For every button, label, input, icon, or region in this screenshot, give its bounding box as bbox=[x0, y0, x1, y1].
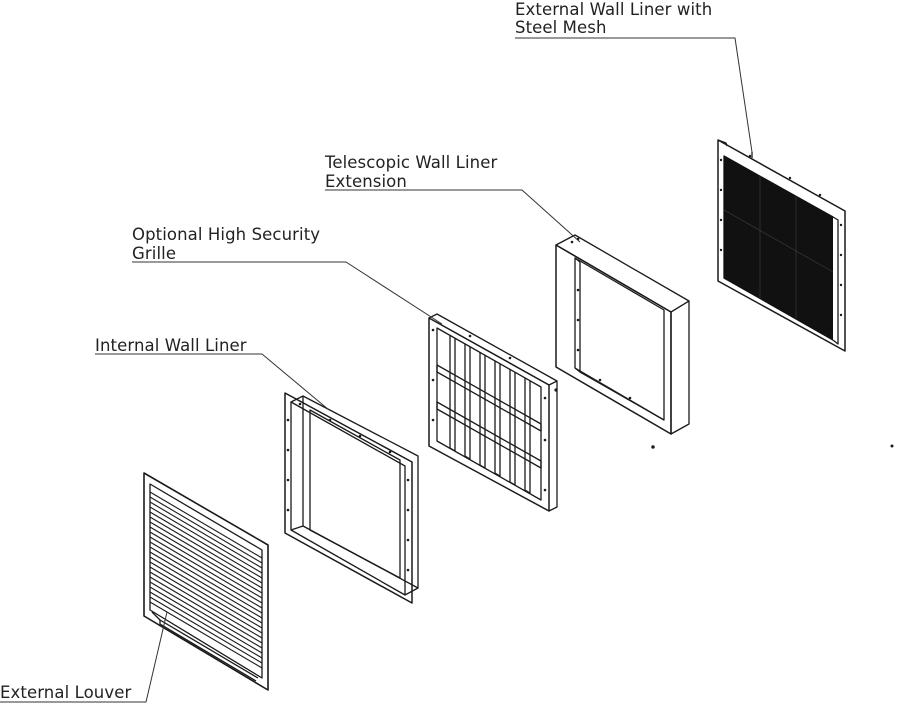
liner-screw-holes bbox=[286, 402, 410, 572]
label-grille-line2: Grille bbox=[132, 244, 177, 263]
label-telescopic-line1: Telescopic Wall Liner bbox=[325, 153, 498, 172]
grille-holes bbox=[431, 328, 558, 492]
external-louver bbox=[143, 472, 269, 691]
label-external-louver: External Louver bbox=[0, 683, 132, 702]
label-external-wall-liner-line1: External Wall Liner with bbox=[515, 0, 713, 19]
label-grille-line1: Optional High Security bbox=[132, 225, 321, 244]
leader-lines bbox=[0, 37, 753, 703]
label-internal-wall-liner: Internal Wall Liner bbox=[95, 336, 247, 355]
label-telescopic-line2: Extension bbox=[325, 172, 407, 191]
telescopic-extension bbox=[555, 234, 690, 449]
louver-blades bbox=[149, 491, 263, 669]
high-security-grille bbox=[428, 313, 558, 512]
label-external-wall-liner-line2: Steel Mesh bbox=[515, 18, 607, 37]
extension-holes bbox=[570, 237, 655, 449]
mesh-liner-holes bbox=[719, 154, 894, 448]
external-wall-liner-mesh bbox=[717, 139, 894, 448]
steel-mesh bbox=[723, 155, 834, 341]
internal-wall-liner bbox=[284, 392, 419, 604]
grille-bars bbox=[449, 335, 531, 494]
